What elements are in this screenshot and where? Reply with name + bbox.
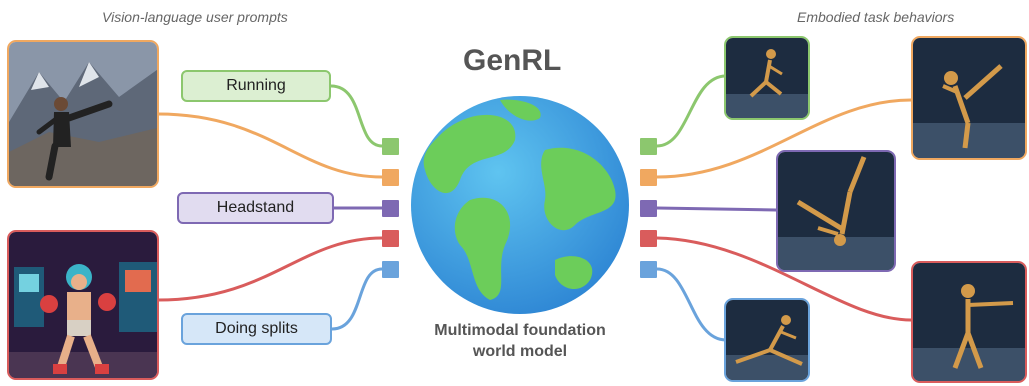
subtitle-line-1: Multimodal foundation <box>434 322 606 339</box>
behavior-running-render <box>724 36 810 120</box>
prompt-running: Running <box>181 70 331 102</box>
headstand-figure-icon <box>778 152 894 270</box>
splits-figure-icon <box>726 300 808 380</box>
left-port-orange <box>382 169 399 186</box>
genrl-title: GenRL <box>463 44 562 77</box>
connector-punch-right <box>655 236 913 322</box>
left-port-blue <box>382 261 399 278</box>
karate-kick-photo <box>7 40 159 188</box>
left-caption: Vision-language user prompts <box>102 9 288 25</box>
connector-headstand-right <box>655 206 778 212</box>
prompt-running-label: Running <box>226 77 286 94</box>
connector-running-left <box>329 84 384 148</box>
right-caption: Embodied task behaviors <box>797 9 955 25</box>
right-port-red <box>640 230 657 247</box>
connector-splits-left <box>330 267 384 331</box>
prompt-headstand: Headstand <box>177 192 334 224</box>
behavior-punch-render <box>911 261 1027 383</box>
prompt-doing-splits: Doing splits <box>181 313 332 345</box>
right-port-blue <box>640 261 657 278</box>
behavior-kick-render <box>911 36 1027 160</box>
connector-boxer-left <box>156 236 384 302</box>
right-port-purple <box>640 200 657 217</box>
left-port-green <box>382 138 399 155</box>
connector-kick-right <box>655 98 913 179</box>
subtitle-line-2: world model <box>472 343 568 360</box>
connector-splits-right <box>655 267 728 342</box>
right-port-orange <box>640 169 657 186</box>
connector-running-right <box>655 74 728 148</box>
right-port-green <box>640 138 657 155</box>
behavior-headstand-render <box>776 150 896 272</box>
kick-figure-icon <box>913 38 1025 158</box>
karate-scene-icon <box>9 42 157 186</box>
world-model-subtitle: Multimodal foundation world model <box>410 320 630 362</box>
retro-boxer-illustration <box>7 230 159 380</box>
left-port-red <box>382 230 399 247</box>
left-port-purple <box>382 200 399 217</box>
prompt-doing-splits-label: Doing splits <box>215 320 298 337</box>
prompt-headstand-label: Headstand <box>216 199 295 216</box>
behavior-splits-render <box>724 298 810 382</box>
running-figure-icon <box>726 38 808 118</box>
punch-figure-icon <box>913 263 1025 381</box>
boxer-scene-icon <box>9 232 157 378</box>
connector-karate-left <box>156 112 384 179</box>
